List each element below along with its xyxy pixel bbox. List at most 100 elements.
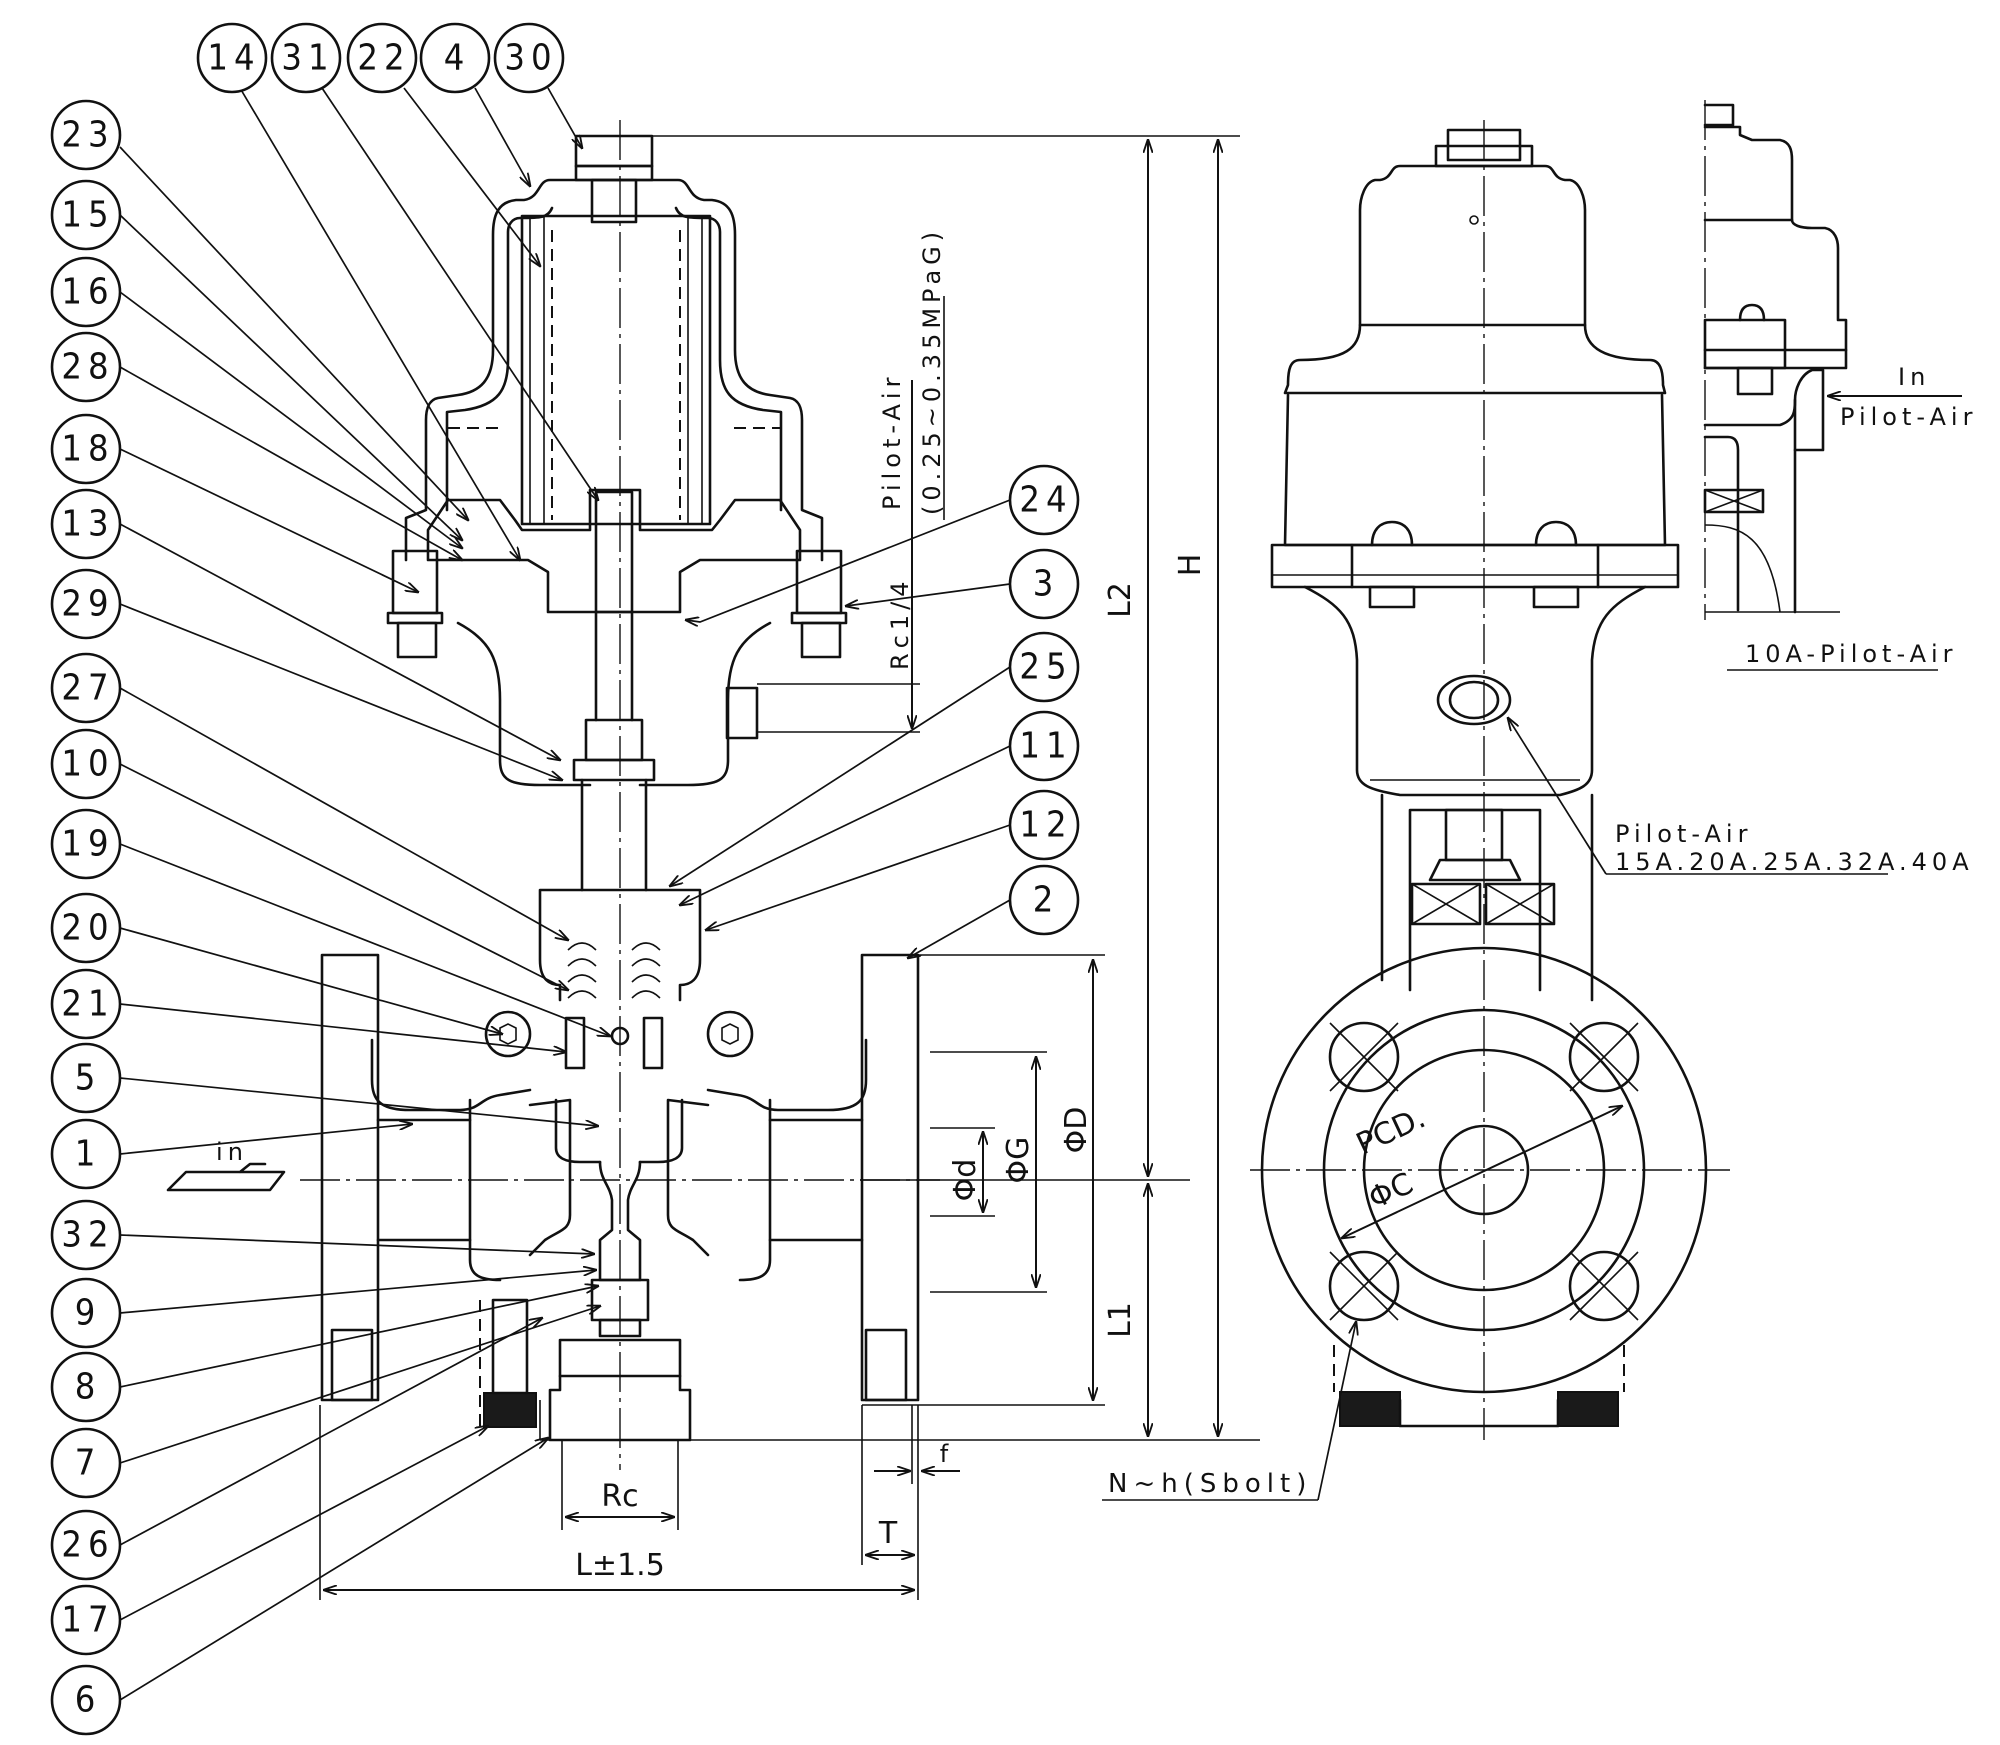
- bonnet-bolt-right: [706, 1010, 754, 1058]
- side-in-label: In: [1898, 363, 1930, 391]
- side-bolt-left: [386, 549, 444, 659]
- balloon-31: 31: [270, 22, 342, 94]
- dim-rc: Rc: [601, 1479, 638, 1514]
- balloon-number: 16: [61, 272, 114, 313]
- balloon-number: 28: [61, 347, 114, 388]
- front-pilot-air-sizes: 15A.20A.25A.32A.40A: [1615, 848, 1974, 876]
- balloon-2: 2: [1008, 864, 1080, 936]
- balloon-27: 27: [50, 652, 122, 724]
- balloon-22: 22: [346, 22, 418, 94]
- bolt-holes-spec: N~h(Sbolt): [1108, 1469, 1312, 1499]
- bonnet-bolt-left: [484, 1010, 532, 1058]
- dim-flange-dia: ΦD: [1059, 1107, 1094, 1154]
- diaphragm-plate: [426, 488, 802, 614]
- bottom-bolt-right: [1557, 1391, 1619, 1427]
- balloon-5: 5: [50, 1042, 122, 1114]
- balloon-number: 29: [61, 584, 114, 625]
- balloon-number: 9: [75, 1293, 102, 1334]
- dim-face-to-face: L±1.5: [575, 1548, 665, 1583]
- dim-T: T: [878, 1516, 898, 1551]
- balloon-8: 8: [50, 1351, 122, 1423]
- dim-raised-face-dia: ΦG: [1001, 1137, 1036, 1184]
- dim-f: f: [940, 1440, 949, 1468]
- balloon-17: 17: [50, 1584, 122, 1656]
- stem-nut: [594, 490, 634, 614]
- balloon-number: 11: [1019, 726, 1072, 767]
- right-balloons: 24 3 25 11 12 2: [1008, 464, 1080, 936]
- balloon-number: 2: [1033, 880, 1060, 921]
- top-balloons: 14 31 22 4 30: [196, 22, 565, 94]
- dim-pcd: PCD.: [1351, 1100, 1431, 1162]
- balloon-21: 21: [50, 968, 122, 1040]
- stem: [572, 610, 656, 892]
- balloon-number: 13: [61, 504, 114, 545]
- valve-body: [370, 1038, 868, 1282]
- inlet-flange: [320, 953, 472, 1402]
- cover-outer: [404, 178, 824, 562]
- balloon-number: 26: [61, 1525, 114, 1566]
- balloon-18: 18: [50, 413, 122, 485]
- front-pilot-air-label: Pilot-Air: [1615, 820, 1752, 848]
- balloon-number: 10: [61, 744, 114, 785]
- inlet-arrow-icon: [166, 1162, 286, 1192]
- balloon-number: 19: [61, 824, 114, 865]
- dim-L1: L1: [1103, 1302, 1138, 1338]
- balloon-number: 5: [75, 1058, 102, 1099]
- balloon-number: 15: [61, 195, 114, 236]
- balloon-number: 12: [1019, 805, 1072, 846]
- leader-lines: [119, 87, 1011, 1701]
- balloon-11: 11: [1008, 710, 1080, 782]
- balloon-number: 8: [75, 1367, 102, 1408]
- balloon-13: 13: [50, 488, 122, 560]
- bolt-holes: [1328, 1021, 1640, 1322]
- balloon-number: 17: [61, 1600, 114, 1641]
- svg-text:22: 22: [357, 38, 410, 79]
- inner-chamber: [528, 1098, 710, 1257]
- balloon-19: 19: [50, 808, 122, 880]
- balloon-6: 6: [50, 1664, 122, 1736]
- cover-inner: [445, 206, 783, 512]
- dim-L2: L2: [1103, 582, 1138, 618]
- balloon-number: 7: [75, 1443, 102, 1484]
- sectional-view: [300, 120, 1260, 1470]
- balloon-20: 20: [50, 892, 122, 964]
- balloon-9: 9: [50, 1277, 122, 1349]
- balloon-14: 14: [196, 22, 268, 94]
- pilot-port-size: Rc1/4: [886, 577, 914, 671]
- balloon-number: 3: [1033, 564, 1060, 605]
- balloon-number: 18: [61, 429, 114, 470]
- balloon-23: 23: [50, 99, 122, 171]
- balloon-number: 24: [1019, 480, 1072, 521]
- svg-text:30: 30: [504, 38, 557, 79]
- inlet-label: in: [216, 1138, 248, 1166]
- bottom-bolt-left: [1339, 1391, 1401, 1427]
- outlet-flange: [768, 953, 920, 1402]
- balloon-number: 25: [1019, 647, 1072, 688]
- side-detail-10A: In Pilot-Air 10A-Pilot-Air: [1703, 100, 1977, 671]
- balloon-12: 12: [1008, 789, 1080, 861]
- balloon-number: 23: [61, 115, 114, 156]
- balloon-16: 16: [50, 256, 122, 328]
- spring-housing: [448, 214, 780, 526]
- balloon-number: 32: [61, 1215, 114, 1256]
- pilot-air-pressure: (0.25~0.35MPaG): [918, 227, 946, 515]
- side-detail-caption: 10A-Pilot-Air: [1745, 640, 1958, 668]
- balloon-26: 26: [50, 1509, 122, 1581]
- dimensions: L2 L1 H ΦD ΦG Φd Rc L±1.5 T f: [166, 135, 1240, 1600]
- front-view: PCD. ΦC N~h(Sbolt) Pilot-Air 15A.20A.25A…: [1102, 120, 1974, 1501]
- balloon-10: 10: [50, 728, 122, 800]
- balloon-number: 27: [61, 668, 114, 709]
- balloon-1: 1: [50, 1118, 122, 1190]
- balloon-25: 25: [1008, 631, 1080, 703]
- balloon-number: 1: [75, 1134, 102, 1175]
- balloon-29: 29: [50, 568, 122, 640]
- balloon-7: 7: [50, 1427, 122, 1499]
- side-pilot-air-label: Pilot-Air: [1840, 403, 1977, 431]
- svg-text:4: 4: [444, 38, 471, 79]
- side-bolt-right: [790, 549, 848, 659]
- pilot-port: [725, 686, 759, 740]
- svg-text:14: 14: [207, 38, 260, 79]
- pilot-air-label: Pilot-Air: [878, 373, 906, 510]
